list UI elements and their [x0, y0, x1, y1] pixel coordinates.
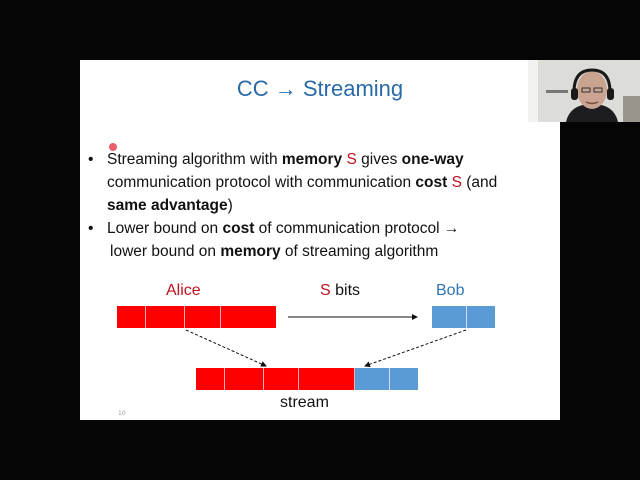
text: of streaming algorithm — [280, 243, 439, 260]
stream-cell-bob — [390, 368, 418, 390]
bullet-1: • Streaming algorithm with memory S give… — [88, 148, 548, 217]
alice-cell — [117, 306, 146, 328]
bold-text: memory — [281, 151, 343, 168]
text: gives — [356, 151, 402, 168]
bold-text: cost — [415, 174, 448, 191]
bold-text: cost — [222, 220, 255, 237]
text: communication protocol with communicatio… — [107, 174, 416, 191]
alice-cell — [221, 306, 276, 328]
text: of communication protocol → — [254, 220, 460, 237]
alice-label: Alice — [166, 282, 201, 299]
bullet-list: • Streaming algorithm with memory S give… — [88, 148, 548, 263]
stream-cell-alice — [264, 368, 299, 390]
laser-pointer-icon — [109, 143, 117, 151]
stream-cell-alice — [299, 368, 355, 390]
red-text: S — [447, 174, 462, 191]
stream-cell-alice — [196, 368, 225, 390]
slide-title: CC → Streaming — [236, 76, 404, 101]
bold-text: same advantage — [107, 197, 228, 214]
bold-text: one-way — [401, 151, 464, 168]
bold-text: memory — [220, 243, 281, 260]
stream-bar — [196, 368, 418, 390]
text: (and — [461, 174, 498, 191]
text: Lower bound on — [107, 220, 223, 237]
bob-cell — [467, 306, 495, 328]
text: Streaming algorithm with — [107, 151, 282, 168]
slide-number: 10 — [118, 410, 126, 417]
bob-memory-bar — [432, 306, 495, 328]
alice-to-stream-arrow — [185, 329, 267, 367]
stream-label: stream — [280, 394, 329, 411]
presentation-slide: CC → Streaming • Streaming algorithm wit… — [80, 60, 560, 420]
bullet-marker: • — [88, 151, 94, 168]
text: lower bound on — [110, 243, 221, 260]
bob-cell — [432, 306, 467, 328]
alice-cell — [185, 306, 221, 328]
alice-cell — [146, 306, 185, 328]
presenter-video-icon — [528, 60, 640, 122]
s-symbol: S — [320, 282, 331, 299]
bullet-2: • Lower bound on cost of communication p… — [88, 217, 548, 263]
red-text: S — [342, 151, 357, 168]
message-label: S bits — [320, 282, 360, 300]
bits-text: bits — [330, 282, 361, 299]
bob-to-stream-arrow — [364, 329, 467, 368]
stream-cell-alice — [225, 368, 264, 390]
bullet-marker: • — [88, 220, 94, 237]
presenter-webcam — [528, 60, 640, 122]
bob-label: Bob — [436, 282, 465, 299]
stream-cell-bob — [355, 368, 390, 390]
alice-memory-bar — [117, 306, 276, 328]
text: ) — [227, 197, 233, 214]
diagram-arrows — [185, 314, 467, 368]
